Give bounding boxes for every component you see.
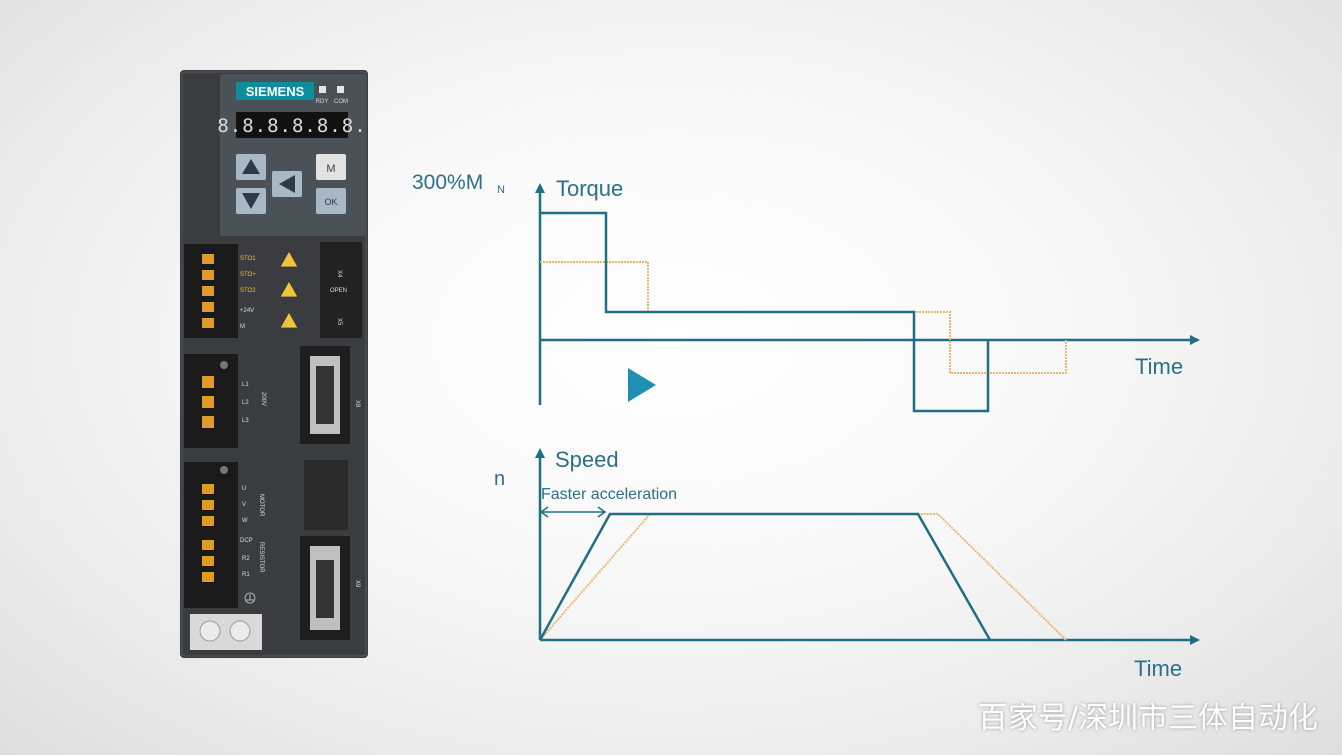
left-button[interactable] <box>272 171 302 197</box>
m-terminal-label: M <box>240 324 245 330</box>
m-button[interactable]: M <box>316 154 346 180</box>
l2-label: L2 <box>242 400 249 406</box>
down-arrow-icon <box>242 193 260 209</box>
sto1-label: STO1 <box>240 256 256 262</box>
warning-icon <box>279 250 299 329</box>
torque-chart: 300%M N Torque Time <box>412 171 1200 413</box>
open-label: OPEN <box>330 288 347 294</box>
display-value: 8.8.8.8.8.8. <box>217 115 366 137</box>
24v-label: +24V <box>240 308 254 314</box>
speed-axis-label: Speed <box>555 447 619 472</box>
brand-label: SIEMENS <box>246 84 305 99</box>
blank-slot <box>304 460 348 530</box>
dcp-label: DCP <box>240 538 253 544</box>
torque-max-label: 300%M <box>412 171 483 194</box>
motor-connector <box>184 462 238 608</box>
play-icon[interactable] <box>628 368 656 402</box>
ok-button[interactable]: OK <box>316 188 346 214</box>
up-arrow-icon <box>242 159 260 174</box>
sto2-label: STO2 <box>240 288 256 294</box>
r1-label: R1 <box>242 572 250 578</box>
x8-label: X8 <box>354 400 360 408</box>
torque-curve-fast <box>540 211 990 413</box>
l1-label: L1 <box>242 382 249 388</box>
faster-acceleration-label: Faster acceleration <box>541 486 677 503</box>
m-button-label: M <box>326 163 335 175</box>
servo-drive: SIEMENS RDY COM 8.8.8.8.8.8. M OK STO1 S… <box>180 70 368 658</box>
ok-button-label: OK <box>324 197 337 207</box>
r2-label: R2 <box>242 556 250 562</box>
speed-time-label: Time <box>1134 656 1182 681</box>
x5-label: X5 <box>336 318 342 326</box>
x4-label: X4 <box>336 270 342 278</box>
l3-label: L3 <box>242 418 249 424</box>
resistor-group-label: RESISTOR <box>258 542 264 573</box>
u-label: U <box>242 486 246 492</box>
sto-plus-label: STO+ <box>240 272 256 278</box>
torque-time-label: Time <box>1135 354 1183 379</box>
torque-speed-diagram: 300%M N Torque Time n Speed Faster accel… <box>412 171 1200 681</box>
usb-port-panel[interactable] <box>320 242 362 338</box>
watermark: 百家号/深圳市三体自动化 <box>977 701 1318 736</box>
brand-plate <box>236 82 314 100</box>
ground-icon <box>244 592 256 604</box>
speed-chart: n Speed Faster acceleration Time <box>494 447 1200 681</box>
up-button[interactable] <box>236 154 266 180</box>
speed-curve-standard <box>539 513 1067 641</box>
led-display <box>236 112 348 138</box>
v-label: V <box>242 502 246 508</box>
rdy-led <box>319 86 326 93</box>
speed-n-label: n <box>494 468 505 490</box>
motor-group-label: MOTOR <box>258 494 264 517</box>
voltage-label: 200V <box>260 392 266 406</box>
torque-curve-standard <box>540 261 1067 374</box>
left-arrow-icon <box>279 175 295 193</box>
w-label: W <box>242 518 248 524</box>
com-led <box>337 86 344 93</box>
x9-label: X9 <box>354 580 360 588</box>
torque-max-subscript: N <box>497 184 505 196</box>
com-label: COM <box>334 99 348 105</box>
down-button[interactable] <box>236 188 266 214</box>
speed-curve-fast <box>538 512 992 641</box>
rdy-label: RDY <box>316 99 329 105</box>
torque-axis-label: Torque <box>556 176 623 201</box>
